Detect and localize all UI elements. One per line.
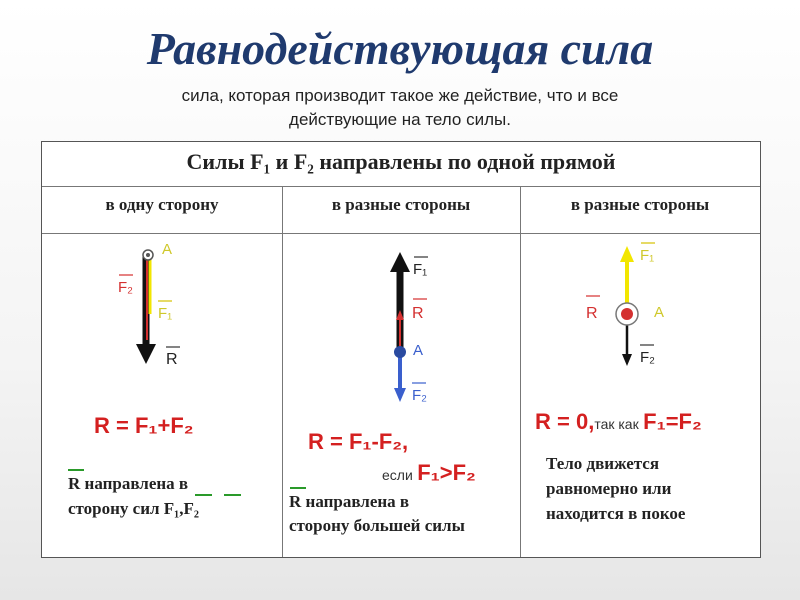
label-a: A [162,241,172,258]
note-same-direction-line2: сторону сил F₁,F₂ [68,499,200,518]
label-f2: F₂ [412,387,427,404]
formula-balanced-end: F₁=F₂ [643,409,702,434]
force-f2-arrow-head [622,354,632,366]
diagram-opposite-direction: F₁ R A F₂ [390,252,428,404]
resultant-arrow-head [396,310,404,320]
formula-opposite-direction: R = F₁-F₂, [308,429,409,454]
label-r: R [166,351,178,368]
resultant-arrow-head [136,344,156,364]
label-a: A [413,342,423,359]
formula-balanced-main: R = 0, [535,409,595,434]
diagram-balanced-forces: F₁ R A F₂ [586,242,664,366]
column-header-opposite-1: в разные стороны [282,187,520,234]
note-opposite-line2: сторону большей силы [289,516,465,535]
note-balanced-line3: находится в покое [546,504,686,523]
force-f1-arrow-head [390,252,410,272]
label-f1: F₁ [640,247,654,264]
point-a-dot [621,308,633,320]
condition-prefix: если [382,467,413,483]
force-f1-arrow-head [620,246,634,262]
label-r: R [586,305,598,322]
formula-same-direction: R = F₁+F₂ [94,413,194,438]
condition-formula: F₁>F₂ [417,460,476,485]
label-f1: F₁ [158,305,172,322]
label-a: A [654,304,664,321]
column-header-same-direction: в одну сторону [42,187,282,234]
note-balanced-line2: равномерно или [546,479,672,498]
table-header: Силы F₁ и F₂ направлены по одной прямой [42,142,760,187]
column-divider [520,187,521,557]
note-opposite-line1: R направлена в [289,492,410,511]
column-divider [282,187,283,557]
label-r: R [412,305,424,322]
formula-balanced-mid: так как [594,416,639,432]
label-f1: F₁ [413,261,427,278]
force-f2-arrow-head [394,388,406,402]
diagram-same-direction: A F₂ F₁ R [118,241,180,368]
note-same-direction-line1: R направлена в [68,474,189,493]
subtitle-definition: сила, которая производит такое же действ… [181,86,619,129]
label-f2: F₂ [640,349,655,366]
point-a-dot [394,346,406,358]
page-title: Равнодействующая сила [146,23,654,74]
condition-row: если F₁>F₂ [382,460,476,486]
column-header-opposite-2: в разные стороны [520,187,760,234]
note-balanced-line1: Тело движется [546,454,660,473]
formula-balanced-row: R = 0,так как F₁=F₂ [535,409,702,435]
label-f2: F₂ [118,279,133,296]
